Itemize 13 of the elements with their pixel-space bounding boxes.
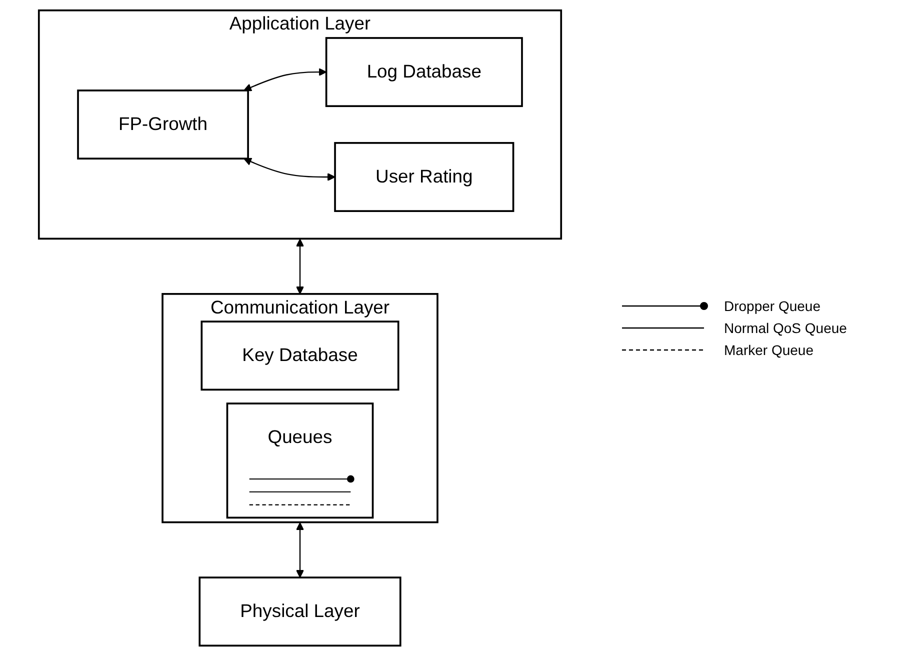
layer-box: Queues <box>226 402 374 519</box>
arrow <box>244 158 336 182</box>
arrow <box>244 68 327 92</box>
legend-label: Dropper Queue <box>724 298 821 314</box>
layer-box: FP-Growth <box>77 90 249 160</box>
arrow <box>296 522 304 578</box>
layer-box: User Rating <box>334 142 514 212</box>
layer-box: Physical Layer <box>198 576 402 647</box>
legend-label: Marker Queue <box>724 342 814 358</box>
arrow <box>296 238 304 294</box>
legend-label: Normal QoS Queue <box>724 320 847 336</box>
layer-box: Key Database <box>200 320 400 391</box>
layer-box: Log Database <box>325 37 523 108</box>
